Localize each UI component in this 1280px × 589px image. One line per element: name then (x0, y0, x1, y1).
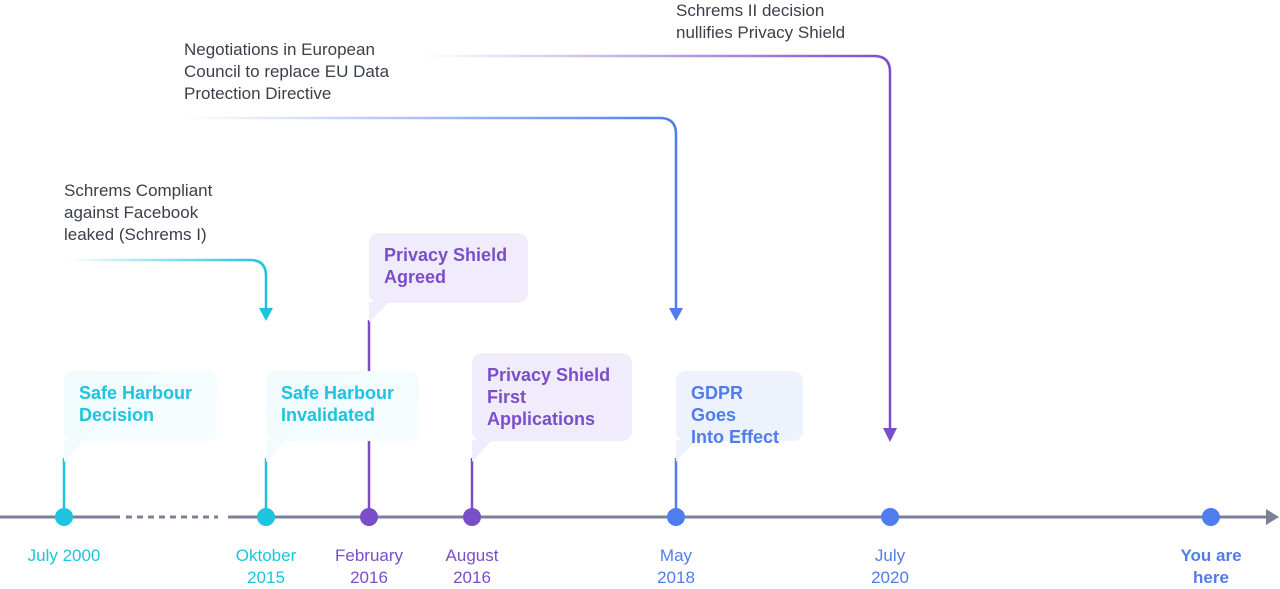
date-july-2020: July 2020 (871, 546, 909, 587)
dot-july-2020 (881, 508, 899, 526)
annotation-negotiations: Negotiations in European Council to repl… (184, 40, 390, 103)
timeline-arrow-head (1266, 509, 1279, 525)
date-oktober-2015: Oktober 2015 (235, 546, 297, 587)
negotiations-arrow (184, 116, 678, 312)
tail-safe-harbour-decision (64, 440, 84, 462)
schrems-1-arrow-head (259, 308, 273, 321)
tail-privacy-shield-agreed (369, 302, 389, 322)
bubble-safe-harbour-decision: Safe Harbour Decision (64, 371, 217, 441)
annotation-schrems-1: Schrems Compliant against Facebook leake… (64, 181, 213, 244)
dot-you-are-here (1202, 508, 1220, 526)
bubble-privacy-shield-applications: Privacy Shield First Applications (472, 353, 632, 441)
negotiations-arrow-head (669, 308, 683, 321)
date-may-2018: May 2018 (657, 546, 695, 587)
schrems-2-arrow-head (883, 428, 897, 442)
dot-august-2016 (463, 508, 481, 526)
date-february-2016: February 2016 (334, 546, 404, 587)
annotation-schrems-2: Schrems II decision nullifies Privacy Sh… (676, 1, 846, 42)
tail-safe-harbour-invalidated (266, 440, 286, 462)
bubble-privacy-shield-agreed: Privacy Shield Agreed (369, 233, 528, 303)
date-you-are-here: You are here (1180, 546, 1242, 587)
dot-february-2016 (360, 508, 378, 526)
dot-oktober-2015 (257, 508, 275, 526)
bubble-safe-harbour-invalidated: Safe Harbour Invalidated (266, 371, 419, 441)
date-august-2016: August 2016 (445, 546, 499, 587)
tail-privacy-shield-applications (472, 440, 492, 462)
schrems-2-arrow (420, 54, 892, 432)
date-july-2000: July 2000 (27, 546, 101, 565)
dot-may-2018 (667, 508, 685, 526)
tail-gdpr-effect (676, 440, 696, 462)
schrems-1-arrow (64, 258, 268, 312)
bubble-gdpr-effect: GDPR Goes Into Effect (676, 371, 803, 447)
dot-july-2000 (55, 508, 73, 526)
